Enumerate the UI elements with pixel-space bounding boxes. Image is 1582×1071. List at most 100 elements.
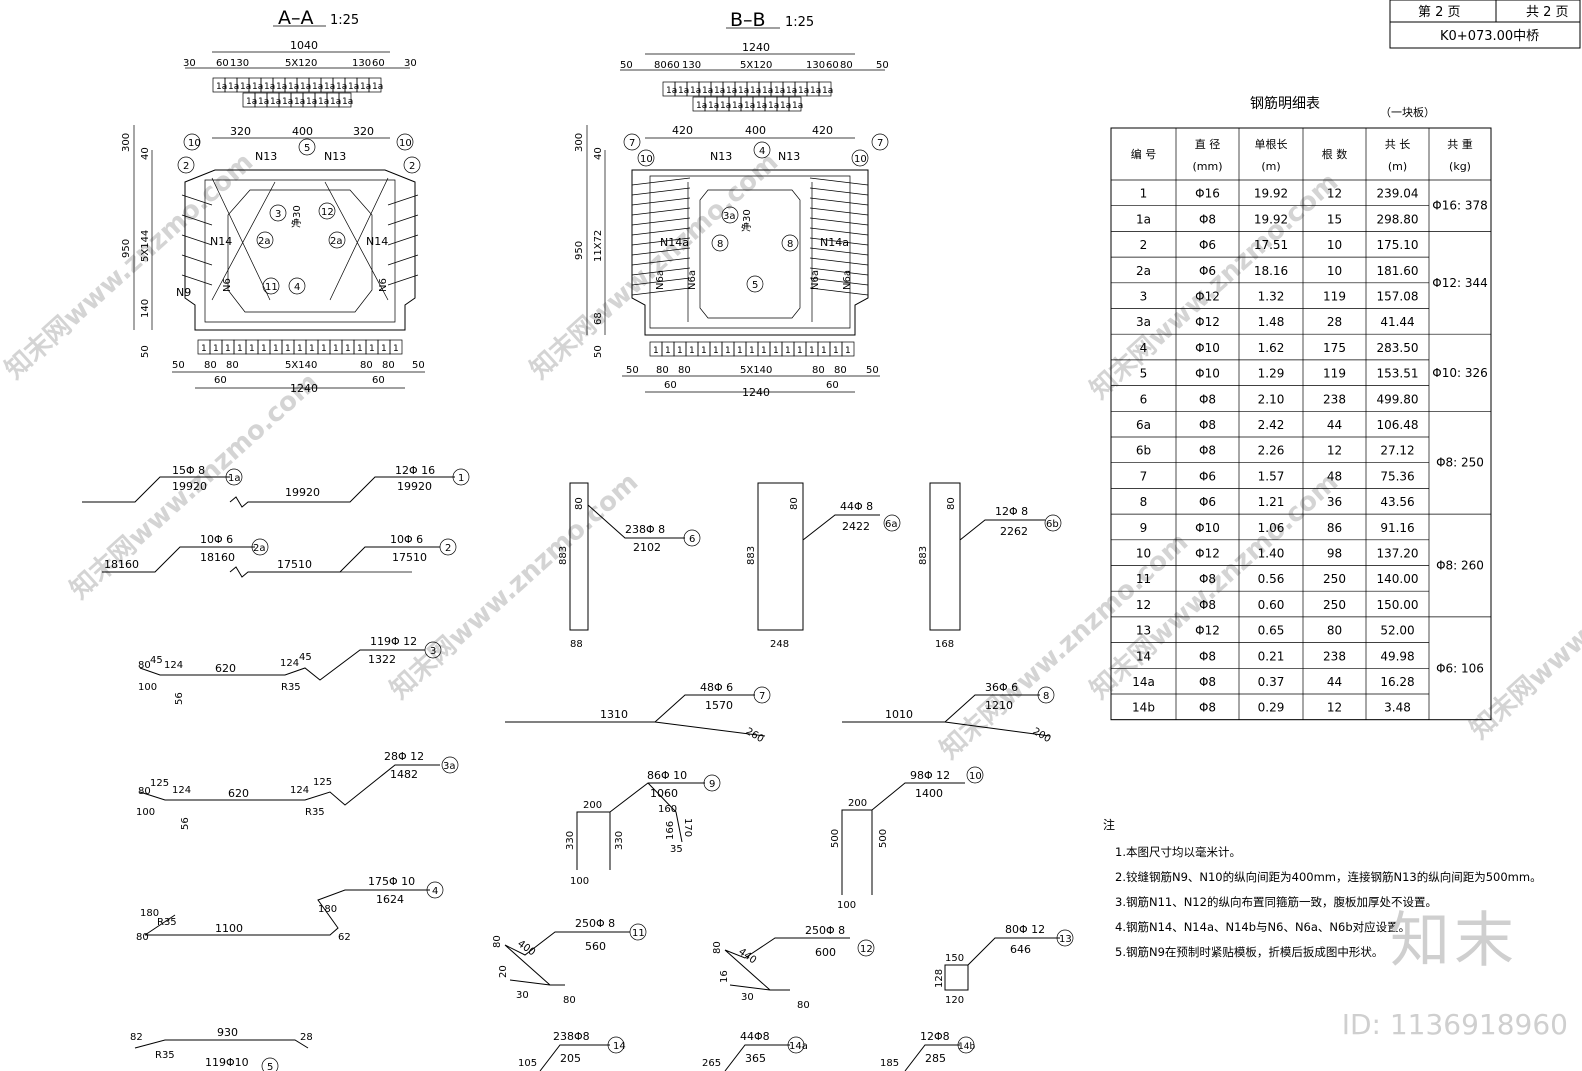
- bar-count: 119Φ 12: [370, 635, 417, 648]
- bar-length: 1482: [390, 768, 418, 781]
- table-cell: 283.50: [1377, 341, 1419, 355]
- table-weight-cell: Φ8: 250: [1436, 456, 1484, 470]
- table-cell: 106.48: [1377, 418, 1419, 432]
- bar-dim: 88: [570, 639, 583, 650]
- aa-label: 净30: [290, 205, 303, 228]
- bar-count: 12Φ 8: [995, 505, 1028, 518]
- table-cell: Φ8: [1199, 418, 1216, 432]
- table-header-unit: (m): [1261, 160, 1280, 173]
- rebar-tag-label: 1a: [768, 101, 779, 111]
- aa-dim: 130: [352, 58, 371, 69]
- bar-dim: 330: [565, 831, 576, 850]
- aa-dim: 60: [214, 375, 227, 386]
- bb-dim: 80: [654, 60, 667, 71]
- table-cell: 17.51: [1254, 238, 1288, 252]
- bar-dim: 400: [515, 938, 537, 958]
- callout-10: 10: [188, 138, 201, 149]
- rebar-tag-label: 1a: [330, 97, 341, 107]
- table-cell: 18.16: [1254, 264, 1288, 278]
- rebar-tag-label: 1a: [732, 101, 743, 111]
- notes: 注 1.本图尺寸均以毫米计。 2.铰缝钢筋N9、N10的纵向间距为400mm，连…: [1103, 817, 1542, 959]
- bar-count: 48Φ 6: [700, 681, 733, 694]
- bar-dim: 185: [880, 1058, 899, 1069]
- table-cell: 80: [1327, 624, 1342, 638]
- rebar-tag-label: 1: [689, 346, 695, 356]
- rebar-tag: [368, 77, 382, 93]
- table-header: 单根长: [1255, 137, 1288, 151]
- bar-dim: 19920: [172, 480, 207, 493]
- bar-dim: 1100: [215, 922, 243, 935]
- bar-count: 250Φ 8: [805, 924, 845, 937]
- bar-dim: 100: [138, 682, 157, 693]
- table-cell: Φ8: [1199, 598, 1216, 612]
- rebar-tag: [389, 339, 403, 355]
- table-cell: 175.10: [1377, 238, 1419, 252]
- rebar-schedule-table: 钢筋明细表 （一块板） 编 号直 径(mm)单根长(m)根 数共 长(m)共 重…: [1110, 95, 1492, 721]
- bar-dim: 500: [878, 829, 889, 848]
- aa-dim: 130: [230, 58, 249, 69]
- bar-dim: 45: [150, 655, 163, 666]
- bb-dim: 420: [672, 124, 693, 137]
- table-cell: 0.29: [1258, 701, 1285, 715]
- rebar-tag-label: 1: [345, 344, 351, 354]
- bar-dim: 1010: [885, 708, 913, 721]
- note-item: 1.本图尺寸均以毫米计。: [1115, 845, 1241, 859]
- callout-10: 10: [640, 154, 653, 165]
- bb-dim: 60: [664, 380, 677, 391]
- table-cell: 14: [1136, 649, 1151, 663]
- bar-dim: 19920: [285, 486, 320, 499]
- bar-length: 1400: [915, 787, 943, 800]
- bb-label: N13: [710, 150, 732, 163]
- bar-dim: 200: [848, 798, 867, 809]
- table-weight-cell: Φ6: 106: [1436, 661, 1484, 675]
- watermark-text: 知末网www.znzmo.com: [1465, 507, 1582, 745]
- bar-dim: 105: [518, 1058, 537, 1069]
- aa-dim: 50: [172, 360, 185, 371]
- rebar-tag-label: 1a: [696, 101, 707, 111]
- bb-dim: 420: [812, 124, 833, 137]
- bar-count: 119Φ10: [205, 1056, 249, 1069]
- table-cell: 119: [1323, 290, 1346, 304]
- bar-dim: 80: [563, 995, 576, 1006]
- table-cell: Φ12: [1195, 547, 1220, 561]
- bar-dim: 120: [945, 995, 964, 1006]
- bar-dim: 80: [946, 497, 957, 510]
- rebar-tag-label: 1a: [822, 86, 833, 96]
- rebar-tag-label: 1: [369, 344, 375, 354]
- bar-dim: 80: [138, 660, 151, 671]
- table-cell: 14b: [1132, 701, 1155, 715]
- aa-dim: 80: [360, 360, 373, 371]
- rebar-tag-label: 1: [357, 344, 363, 354]
- table-cell: 140.00: [1377, 572, 1419, 586]
- aa-dim: 5X140: [285, 360, 317, 371]
- aa-dim: 80: [204, 360, 217, 371]
- bar-count: 10Φ 6: [390, 533, 423, 546]
- table-cell: 10: [1327, 264, 1342, 278]
- callout-12: 12: [321, 207, 334, 218]
- bb-dim: 400: [745, 124, 766, 137]
- table-cell: 28: [1327, 315, 1342, 329]
- table-cell: Φ6: [1199, 495, 1216, 509]
- table-cell: 238: [1323, 392, 1346, 406]
- bar-callout: 14b: [958, 1042, 975, 1052]
- bar-dim: 620: [215, 662, 236, 675]
- aa-label: N13: [324, 150, 346, 163]
- rebar-tag-label: 1: [321, 344, 327, 354]
- callout-3: 3: [275, 209, 281, 220]
- bb-label: N6a: [810, 270, 821, 290]
- bar-length: 1060: [650, 787, 678, 800]
- bar-dim: 18160: [104, 558, 139, 571]
- bar-dim: 200: [583, 800, 602, 811]
- table-cell: 44: [1327, 418, 1342, 432]
- bar-dim: 125: [150, 778, 169, 789]
- bar-dim: 20: [498, 965, 509, 978]
- bb-dim: 50: [620, 60, 633, 71]
- table-cell: 1.62: [1258, 341, 1285, 355]
- aa-dim: 950: [121, 239, 132, 258]
- table-cell: 6: [1140, 392, 1148, 406]
- table-cell: 1.48: [1258, 315, 1285, 329]
- bar-dim: 124: [164, 660, 183, 671]
- table-cell: Φ10: [1195, 341, 1220, 355]
